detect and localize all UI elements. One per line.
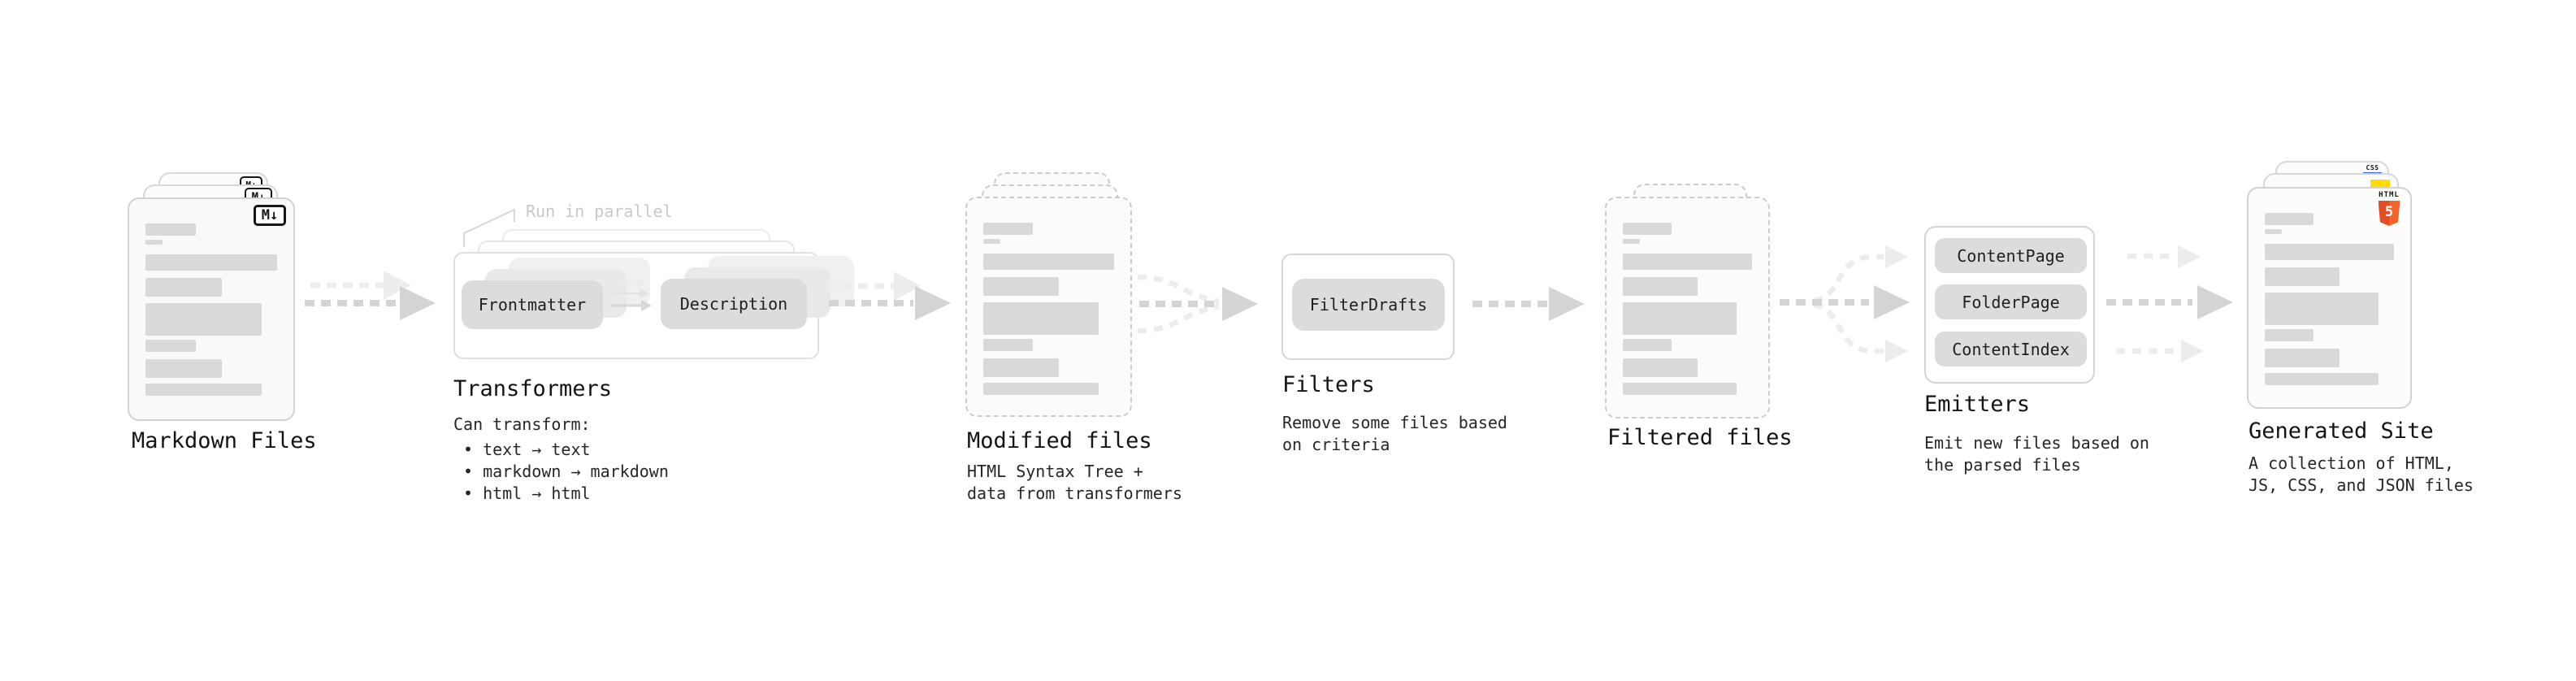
emitter-content-index: ContentIndex xyxy=(1935,332,2087,367)
text-line-bar xyxy=(983,358,1060,377)
text-line-bar xyxy=(983,239,1000,244)
transformers-description: Can transform: • text → text • markdown … xyxy=(453,414,669,505)
stage-title-filtered-files: Filtered files xyxy=(1607,425,1793,450)
text-line-bar xyxy=(2265,213,2314,225)
filters-description: Remove some files based on criteria xyxy=(1282,412,1507,456)
text-line-bar xyxy=(983,254,1114,270)
arrow-modified-to-filters-merge xyxy=(1137,274,1258,334)
text-line-bar xyxy=(1623,383,1737,395)
desc-bullet: • markdown → markdown xyxy=(463,462,669,481)
desc-line: on criteria xyxy=(1282,435,1390,454)
text-line-bar xyxy=(983,339,1034,351)
text-line-bar xyxy=(983,223,1034,235)
html5-icon: HTML 5 xyxy=(2376,191,2402,226)
modified-files-description: HTML Syntax Tree + data from transformer… xyxy=(967,461,1182,505)
text-line-bar xyxy=(145,303,262,336)
text-line-bar xyxy=(145,384,262,396)
text-line-bar xyxy=(2265,267,2340,286)
markdown-file-card-front: M↓ xyxy=(128,197,295,421)
markdown-icon: M↓ xyxy=(254,205,286,226)
filtered-file-card-front xyxy=(1605,197,1770,419)
arrow-emitters-to-generated xyxy=(2106,245,2233,362)
description-step: Description xyxy=(661,279,807,329)
text-line-bar xyxy=(2265,349,2340,367)
text-line-bar xyxy=(145,359,222,378)
desc-line: the parsed files xyxy=(1924,455,2081,475)
emitter-content-page: ContentPage xyxy=(1935,238,2087,273)
text-line-bar xyxy=(2265,329,2314,341)
text-line-bar xyxy=(1623,277,1698,296)
emitter-folder-page: FolderPage xyxy=(1935,284,2087,319)
text-line-bar xyxy=(145,340,196,352)
text-line-bar xyxy=(2265,373,2379,385)
text-line-bar xyxy=(145,223,196,236)
desc-line: A collection of HTML, xyxy=(2249,453,2454,473)
text-line-bar xyxy=(2265,244,2394,260)
desc-line: data from transformers xyxy=(967,484,1182,503)
text-line-bar xyxy=(1623,223,1672,235)
desc-line: Can transform: xyxy=(453,414,591,434)
frontmatter-step: Frontmatter xyxy=(462,280,603,329)
arrow-filters-to-filtered xyxy=(1472,287,1585,321)
text-line-bar xyxy=(2265,229,2282,234)
html5-shield: 5 xyxy=(2378,201,2400,226)
stage-title-filters: Filters xyxy=(1282,372,1375,397)
stage-title-modified-files: Modified files xyxy=(967,428,1152,453)
document-content-placeholder xyxy=(2249,189,2410,385)
arrow-markdown-to-transformers xyxy=(305,271,436,320)
arrow-filtered-to-emitters-split xyxy=(1780,245,1910,362)
run-in-parallel-note: Run in parallel xyxy=(526,202,673,221)
text-line-bar xyxy=(145,254,277,271)
desc-bullet: • text → text xyxy=(463,440,591,459)
desc-line: Remove some files based xyxy=(1282,413,1507,432)
text-line-bar xyxy=(1623,302,1737,335)
text-line-bar xyxy=(1623,339,1672,351)
desc-bullet: • html → html xyxy=(463,484,591,503)
stage-title-emitters: Emitters xyxy=(1924,392,2031,417)
text-line-bar xyxy=(983,302,1099,335)
document-content-placeholder xyxy=(967,198,1130,395)
text-line-bar xyxy=(983,383,1099,395)
modified-file-card-front xyxy=(965,197,1132,417)
stage-title-transformers: Transformers xyxy=(453,376,613,401)
text-line-bar xyxy=(1623,254,1752,270)
generated-file-card-front: HTML 5 xyxy=(2247,187,2412,409)
filter-drafts-step: FilterDrafts xyxy=(1292,279,1445,331)
desc-line: HTML Syntax Tree + xyxy=(967,462,1143,481)
stage-title-generated-site: Generated Site xyxy=(2249,419,2434,444)
generated-site-description: A collection of HTML, JS, CSS, and JSON … xyxy=(2249,453,2474,497)
document-content-placeholder xyxy=(129,199,293,396)
text-line-bar xyxy=(145,278,222,297)
stage-title-markdown-files: Markdown Files xyxy=(132,428,317,453)
document-content-placeholder xyxy=(1607,198,1768,395)
text-line-bar xyxy=(1623,358,1698,377)
text-line-bar xyxy=(1623,239,1640,244)
html5-wordmark: HTML xyxy=(2379,191,2400,199)
text-line-bar xyxy=(983,277,1060,296)
desc-line: Emit new files based on xyxy=(1924,433,2149,453)
emitters-description: Emit new files based on the parsed files xyxy=(1924,432,2149,476)
text-line-bar xyxy=(145,240,163,245)
text-line-bar xyxy=(2265,293,2379,325)
desc-line: JS, CSS, and JSON files xyxy=(2249,475,2474,495)
